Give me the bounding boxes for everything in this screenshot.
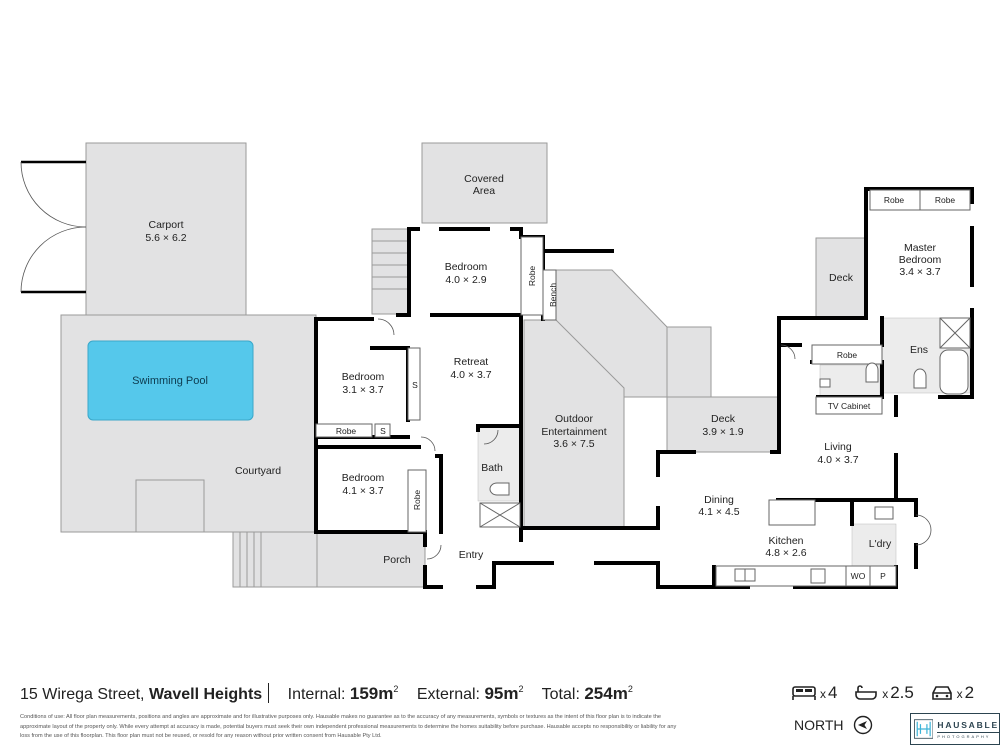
hausable-logo: HAUSABLE PHOTOGRAPHY xyxy=(910,713,1000,745)
carport-area xyxy=(85,142,247,316)
side-strip xyxy=(666,326,712,398)
covered-area xyxy=(421,142,548,224)
tv-cabinet-label: TV Cabinet xyxy=(828,401,871,411)
carport-gates xyxy=(20,160,87,294)
car-icon xyxy=(931,686,952,700)
covered-area-label: Covered xyxy=(464,173,504,185)
master-bedroom-label-2: Bedroom xyxy=(899,254,942,266)
laundry-tiles xyxy=(851,523,897,567)
courtyard-box xyxy=(135,479,205,533)
stairs-top xyxy=(371,228,409,315)
door-swings xyxy=(377,318,932,560)
deck-mid-label: Deck xyxy=(711,413,736,425)
storage-s1-label: S xyxy=(412,380,418,390)
outdoor-ent-diagonal xyxy=(555,319,625,527)
carport-label: Carport xyxy=(148,219,183,231)
address-and-areas: 15 Wirega Street, Wavell Heights Interna… xyxy=(20,683,647,704)
bedroom-mid-label: Bedroom xyxy=(342,371,385,383)
porch-label: Porch xyxy=(383,554,411,566)
floor-plan: Carport 5.6 × 6.2 Covered Area Bedroom 4… xyxy=(20,142,974,589)
room-labels: Carport 5.6 × 6.2 Covered Area Bedroom 4… xyxy=(132,173,955,581)
total-area: Total: 254m2 xyxy=(541,684,633,703)
robe-hall-label: Robe xyxy=(837,350,858,360)
bath-label: Bath xyxy=(481,462,503,474)
bedroom-top-label: Bedroom xyxy=(445,261,488,273)
carport-dims: 5.6 × 6.2 xyxy=(145,232,186,244)
covered-area-label-2: Area xyxy=(473,185,495,197)
north-arrow-icon xyxy=(854,715,873,735)
robe-master-1-label: Robe xyxy=(884,195,905,205)
kitchen-label: Kitchen xyxy=(768,535,803,547)
logo-subtitle: PHOTOGRAPHY xyxy=(937,731,999,739)
ensuite-label: Ens xyxy=(910,344,928,356)
robe-low-label: Robe xyxy=(412,490,422,511)
courtyard-label: Courtyard xyxy=(235,465,281,477)
conditions-of-use: Conditions of use: All floor plan measur… xyxy=(20,714,677,739)
bathtub-icon xyxy=(855,685,878,700)
living-dims: 4.0 × 3.7 xyxy=(817,454,858,466)
deck-mid-area xyxy=(666,396,779,453)
outdoor-ent-dims: 3.6 × 7.5 xyxy=(553,438,594,450)
external-area: External: 95m2 xyxy=(416,684,524,703)
swimming-pool-label: Swimming Pool xyxy=(132,375,208,387)
logo-mark-icon xyxy=(914,719,934,739)
stairs-lines xyxy=(239,240,408,587)
address-suburb: Wavell Heights xyxy=(148,686,263,703)
master-bedroom-dims: 3.4 × 3.7 xyxy=(899,266,940,278)
robe-top-label: Robe xyxy=(527,266,537,287)
bench-label: Bench xyxy=(548,283,558,307)
deck-master-label: Deck xyxy=(829,272,854,284)
storage-s2-label: S xyxy=(380,426,386,436)
exterior-areas xyxy=(60,142,867,588)
retreat-dims: 4.0 × 3.7 xyxy=(450,369,491,381)
bed-icon xyxy=(792,686,816,700)
master-bedroom-label: Master xyxy=(904,242,937,254)
internal-area: Internal: 159m2 xyxy=(287,684,399,703)
north-label: NORTH xyxy=(794,717,844,733)
kitchen-dims: 4.8 × 2.6 xyxy=(765,547,806,559)
wo-label: WO xyxy=(851,571,866,581)
retreat-label: Retreat xyxy=(454,356,489,368)
porch-area xyxy=(316,531,426,588)
swimming-pool xyxy=(87,340,254,421)
divider xyxy=(268,683,270,703)
living-label: Living xyxy=(824,441,852,453)
robe-master-2-label: Robe xyxy=(935,195,956,205)
address-street: 15 Wirega Street, xyxy=(20,686,145,703)
partitions xyxy=(315,189,971,587)
entry-label: Entry xyxy=(459,549,484,561)
bedroom-top-dims: 4.0 × 2.9 xyxy=(445,274,486,286)
outdoor-ent-label-2: Entertainment xyxy=(541,426,606,438)
logo-title: HAUSABLE xyxy=(937,719,999,730)
outdoor-ent-label: Outdoor xyxy=(555,413,593,425)
laundry-label: L'dry xyxy=(869,538,892,550)
dining-label: Dining xyxy=(704,494,734,506)
bedroom-low-dims: 4.1 × 3.7 xyxy=(342,485,383,497)
pantry-label: P xyxy=(880,571,886,581)
deck-mid-dims: 3.9 × 1.9 xyxy=(702,426,743,438)
north-indicator: NORTH xyxy=(794,715,873,735)
dining-dims: 4.1 × 4.5 xyxy=(698,506,739,518)
robe-mid-label: Robe xyxy=(336,426,357,436)
bedroom-mid-dims: 3.1 × 3.7 xyxy=(342,384,383,396)
steps-courtyard xyxy=(232,531,318,588)
bedroom-low-label: Bedroom xyxy=(342,472,385,484)
